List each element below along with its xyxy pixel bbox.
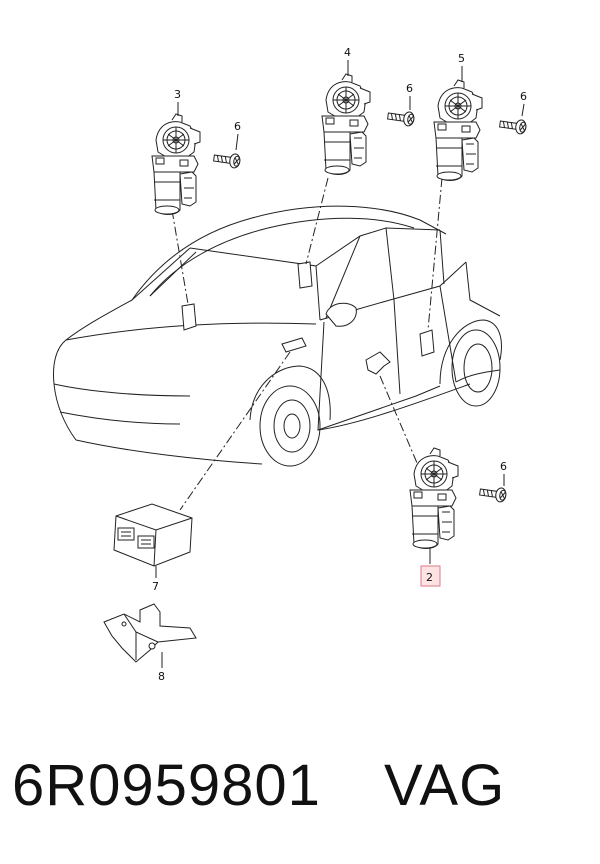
callout-8: 8 (158, 670, 165, 683)
callout-4: 4 (344, 46, 351, 59)
callout-6-a: 6 (234, 120, 241, 133)
callout-6-d: 6 (500, 460, 507, 473)
control-unit (113, 503, 193, 567)
screw-c (498, 116, 528, 136)
window-motor-rear-right (433, 79, 483, 181)
window-motor-front-right (409, 447, 459, 549)
screw-d (478, 484, 508, 504)
callout-6-c: 6 (520, 90, 527, 103)
callout-7: 7 (152, 580, 159, 593)
callout-6-b: 6 (406, 82, 413, 95)
callout-2[interactable]: 2 (426, 571, 433, 584)
screw-a (212, 150, 242, 170)
callout-3: 3 (174, 88, 181, 101)
mounting-bracket (103, 603, 197, 663)
callout-leaders (155, 60, 525, 668)
part-number: 6R0959801 (12, 753, 321, 818)
window-motor-rear-left (321, 73, 371, 175)
callout-5: 5 (458, 52, 465, 65)
highlight-box-part-2[interactable] (420, 565, 441, 587)
brand-name: VAG (384, 753, 506, 818)
screw-b (386, 108, 416, 128)
parts-diagram: 3 4 5 6 6 6 6 2 7 8 (53, 46, 528, 683)
car-illustration (53, 205, 502, 467)
footer: 6R0959801 VAG (0, 752, 600, 842)
leader-lines (171, 177, 443, 511)
window-motor-front-left (151, 113, 201, 215)
